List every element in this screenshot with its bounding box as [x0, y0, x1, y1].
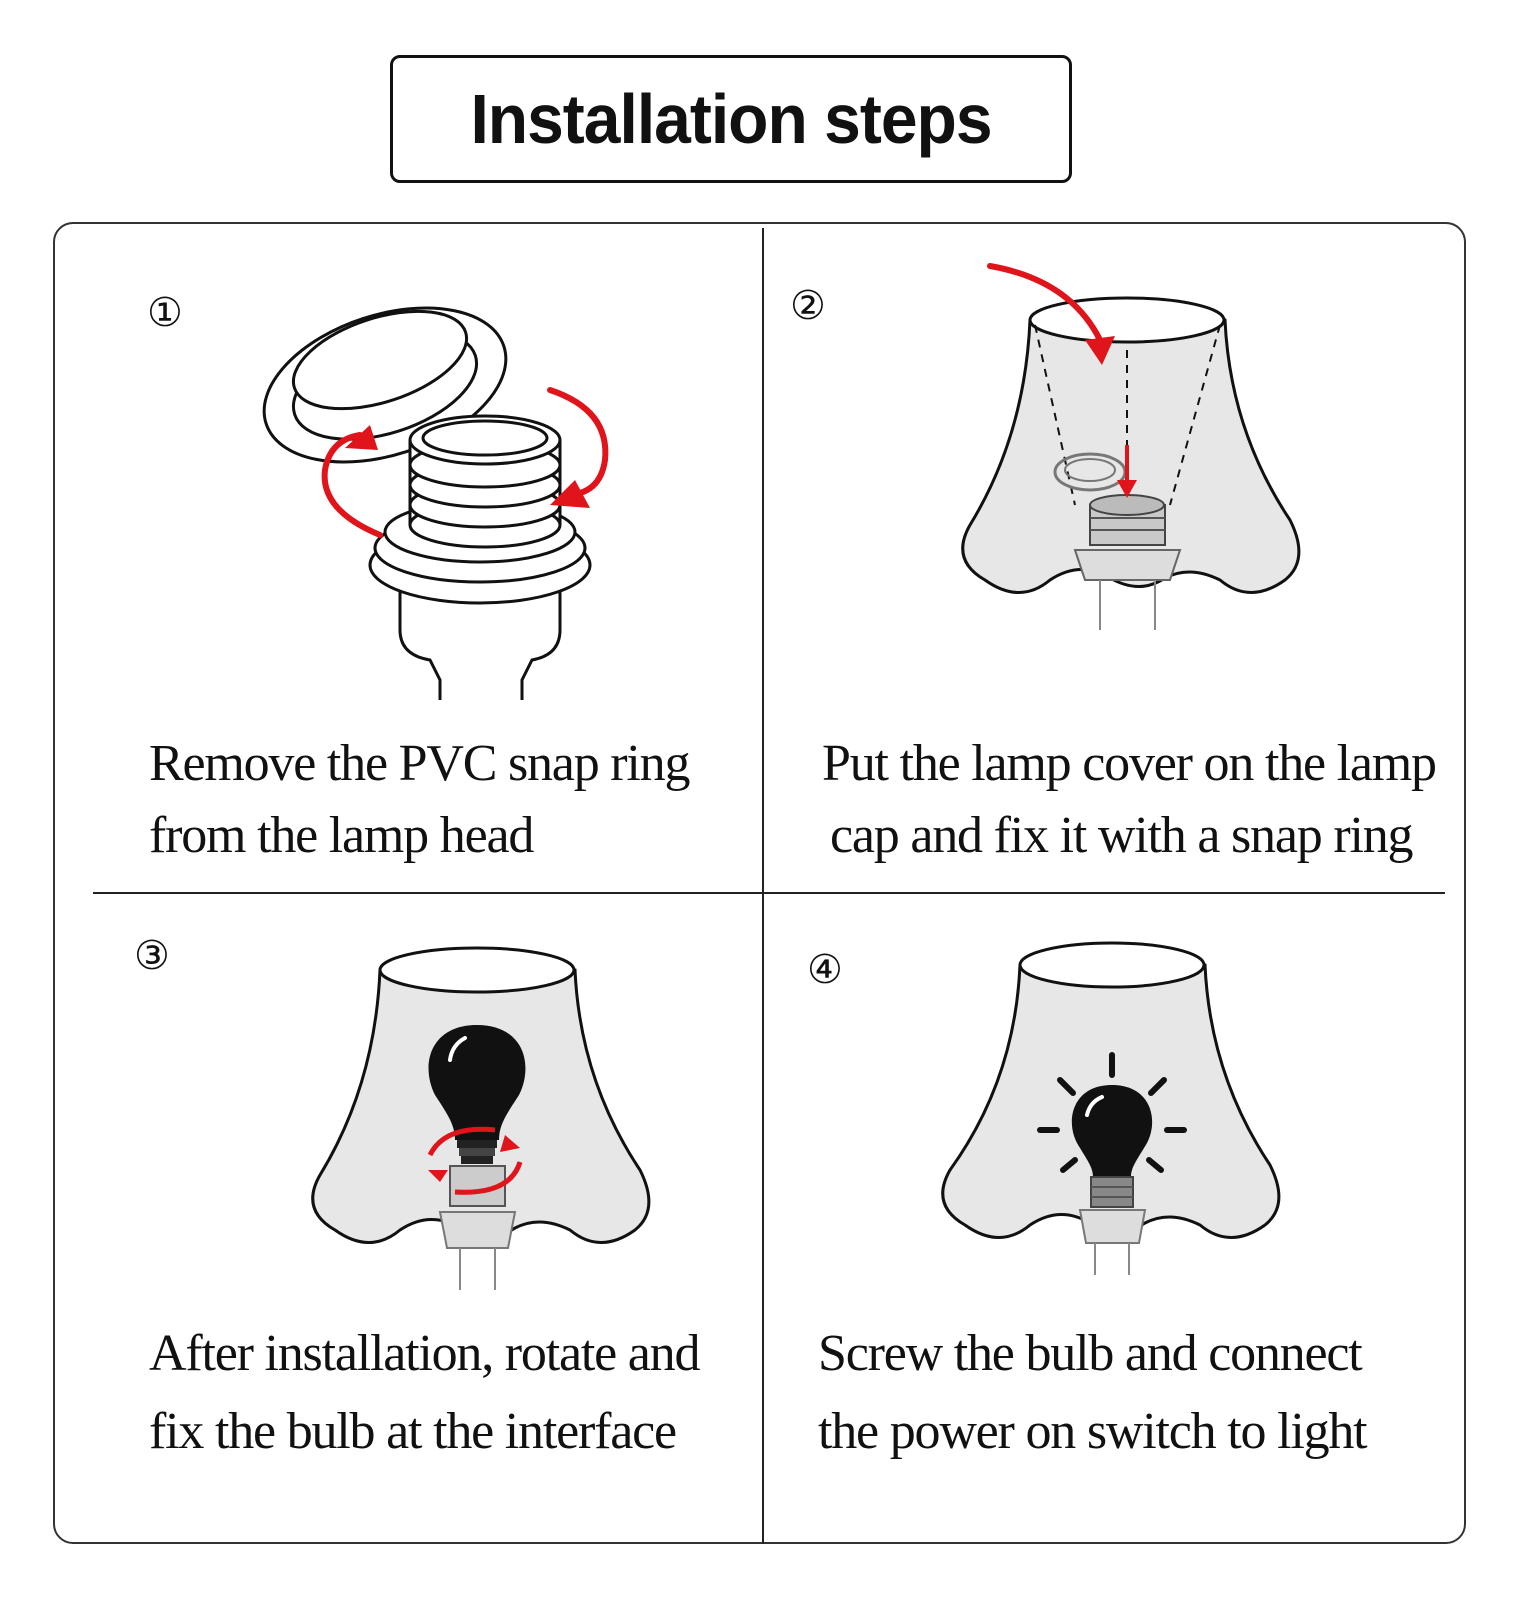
- step-4-number: ④: [807, 947, 843, 993]
- step-1-caption-line-1: Remove the PVC snap ring: [149, 735, 690, 792]
- step-2-illustration: [961, 263, 1301, 630]
- step-4-illustration: [941, 941, 1281, 1275]
- vertical-divider: [762, 228, 764, 1544]
- step-3-caption-line-2: fix the bulb at the interface: [149, 1403, 677, 1460]
- page-title: Installation steps: [470, 80, 992, 158]
- step-2-caption-line-1: Put the lamp cover on the lamp: [822, 735, 1437, 792]
- step-2-caption-line-2: cap and fix it with a snap ring: [830, 807, 1414, 864]
- step-1-illustration: [262, 306, 609, 700]
- horizontal-divider: [93, 892, 1445, 894]
- step-3-number: ③: [134, 933, 170, 979]
- step-2-number: ②: [790, 283, 826, 329]
- title-box: Installation steps: [390, 55, 1072, 183]
- step-4-caption-line-2: the power on switch to light: [818, 1403, 1368, 1460]
- step-1-caption-line-2: from the lamp head: [149, 807, 534, 864]
- step-3-caption-line-1: After installation, rotate and: [149, 1325, 700, 1382]
- step-4-caption-line-1: Screw the bulb and connect: [818, 1325, 1363, 1382]
- step-1-number: ①: [147, 290, 183, 336]
- step-3-illustration: [311, 946, 651, 1290]
- steps-panel: [53, 222, 1466, 1544]
